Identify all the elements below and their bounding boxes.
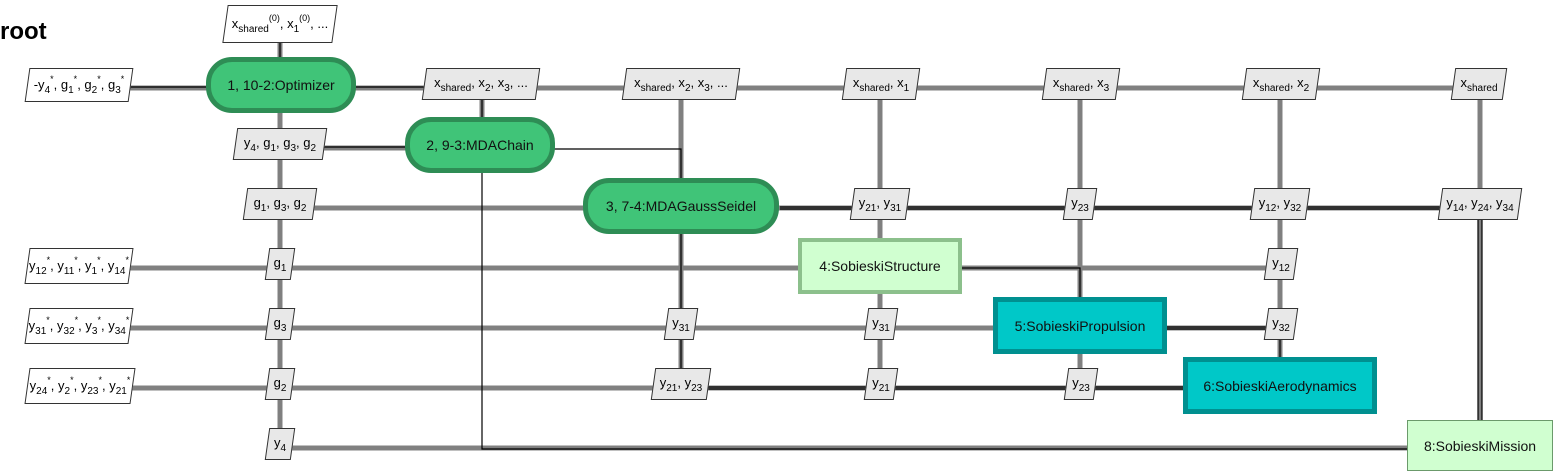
design-vars-box-6: xshared bbox=[1450, 68, 1508, 100]
coupling-box-mission: y14, y24, y34 bbox=[1437, 188, 1523, 220]
mda-chain-outputs-box: y4, g1, g3, g2 bbox=[232, 128, 328, 160]
sobieski-structure-node[interactable]: 4:SobieskiStructure bbox=[798, 238, 962, 294]
aerodynamics-coupling-input: y24*, y2*, y23*, y21* bbox=[24, 368, 136, 404]
design-vars-box-2: xshared, x2, x3, ... bbox=[621, 68, 741, 100]
coupling-box-propulsion: y23 bbox=[1062, 188, 1098, 220]
propulsion-constraint-box: g3 bbox=[264, 308, 296, 340]
coupling-box-aerodynamics: y12, y32 bbox=[1249, 188, 1311, 220]
aero-to-propulsion-box: y23 bbox=[1063, 368, 1099, 400]
design-vars-box-3: xshared, x1 bbox=[841, 68, 921, 100]
mission-objective-box: y4 bbox=[264, 428, 296, 460]
design-vars-box-5: xshared, x2 bbox=[1241, 68, 1321, 100]
initial-design-input: xshared(0), x1(0), ... bbox=[222, 5, 338, 43]
propulsion-to-structure-box: y31 bbox=[863, 308, 899, 340]
sobieski-mission-node[interactable]: 8:SobieskiMission bbox=[1407, 420, 1553, 471]
structure-constraint-box: g1 bbox=[264, 248, 296, 280]
gauss-seidel-outputs-box: g1, g3, g2 bbox=[242, 188, 318, 220]
sobieski-aerodynamics-node[interactable]: 6:SobieskiAerodynamics bbox=[1183, 357, 1377, 414]
propulsion-to-gauss-seidel-box: y31 bbox=[663, 308, 699, 340]
structure-coupling-input: y12*, y11*, y1*, y14* bbox=[24, 248, 134, 284]
design-vars-box-4: xshared, x3 bbox=[1041, 68, 1121, 100]
optimizer-node[interactable]: 1, 10-2:Optimizer bbox=[206, 57, 356, 113]
propulsion-to-aero-box: y32 bbox=[1263, 308, 1299, 340]
optimizer-outputs-input: -y4*, g1*, g2*, g3* bbox=[24, 68, 134, 102]
aero-to-structure-box: y21 bbox=[863, 368, 899, 400]
propulsion-coupling-input: y31*, y32*, y3*, y34* bbox=[24, 308, 134, 344]
coupling-box-structure: y21, y31 bbox=[849, 188, 911, 220]
mda-chain-node[interactable]: 2, 9-3:MDAChain bbox=[405, 117, 555, 173]
design-vars-box-1: xshared, x2, x3, ... bbox=[421, 68, 541, 100]
mda-gauss-seidel-node[interactable]: 3, 7-4:MDAGaussSeidel bbox=[583, 178, 779, 234]
sobieski-propulsion-node[interactable]: 5:SobieskiPropulsion bbox=[993, 297, 1167, 354]
diagram-title: root bbox=[0, 18, 47, 45]
aero-constraint-box: g2 bbox=[264, 368, 296, 400]
aero-to-gauss-seidel-box: y21, y23 bbox=[650, 368, 712, 400]
structure-to-aero-box: y12 bbox=[1263, 248, 1299, 280]
